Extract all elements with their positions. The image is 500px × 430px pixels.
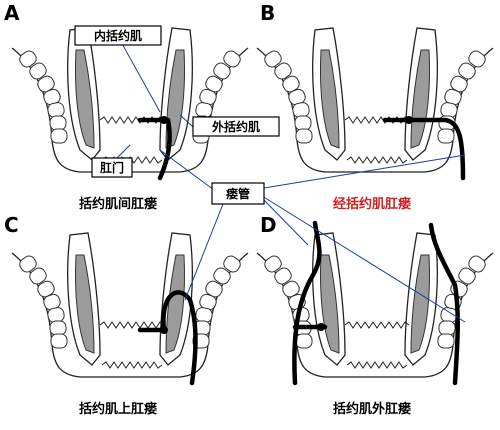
- panel-b: [256, 27, 494, 181]
- panel-letter-b: B: [260, 1, 275, 25]
- panel-a: [11, 27, 249, 181]
- fistula-path-a: [137, 117, 172, 181]
- fistula-path-c: [137, 290, 198, 386]
- panel-c: [11, 232, 249, 386]
- leader-fistula-b: [263, 154, 466, 189]
- panel-letter-c: C: [4, 213, 19, 237]
- leader-fistula-d2: [261, 195, 466, 323]
- leader-fistula-c: [184, 203, 224, 301]
- leader-internal: [119, 39, 161, 113]
- fistula-path-d3: [428, 222, 460, 386]
- caption-a: 括约肌间肛瘘: [79, 196, 157, 212]
- fistula-text: 瘘管: [226, 186, 250, 201]
- caption-c: 括约肌上肛瘘: [79, 401, 157, 417]
- leader-fistula-a: [159, 149, 215, 191]
- label-anus: 肛门: [91, 157, 133, 178]
- fistula-path-d1: [292, 220, 322, 386]
- panel-letter-a: A: [4, 1, 20, 25]
- internal-sphincter-text: 内括约肌: [94, 28, 142, 43]
- leader-fistula-d1: [261, 197, 309, 246]
- panel-letter-d: D: [260, 213, 277, 237]
- caption-d: 括约肌外肛瘘: [333, 401, 411, 417]
- fistula-path-b: [382, 117, 466, 181]
- anus-text: 肛门: [100, 160, 124, 175]
- leader-external: [179, 114, 194, 128]
- label-fistula: 瘘管: [211, 182, 265, 205]
- label-external-sphincter: 外括约肌: [192, 116, 280, 137]
- panel-d: [256, 220, 494, 386]
- caption-b: 经括约肌肛瘘: [333, 196, 411, 212]
- label-internal-sphincter: 内括约肌: [74, 25, 162, 46]
- external-sphincter-text: 外括约肌: [212, 119, 260, 134]
